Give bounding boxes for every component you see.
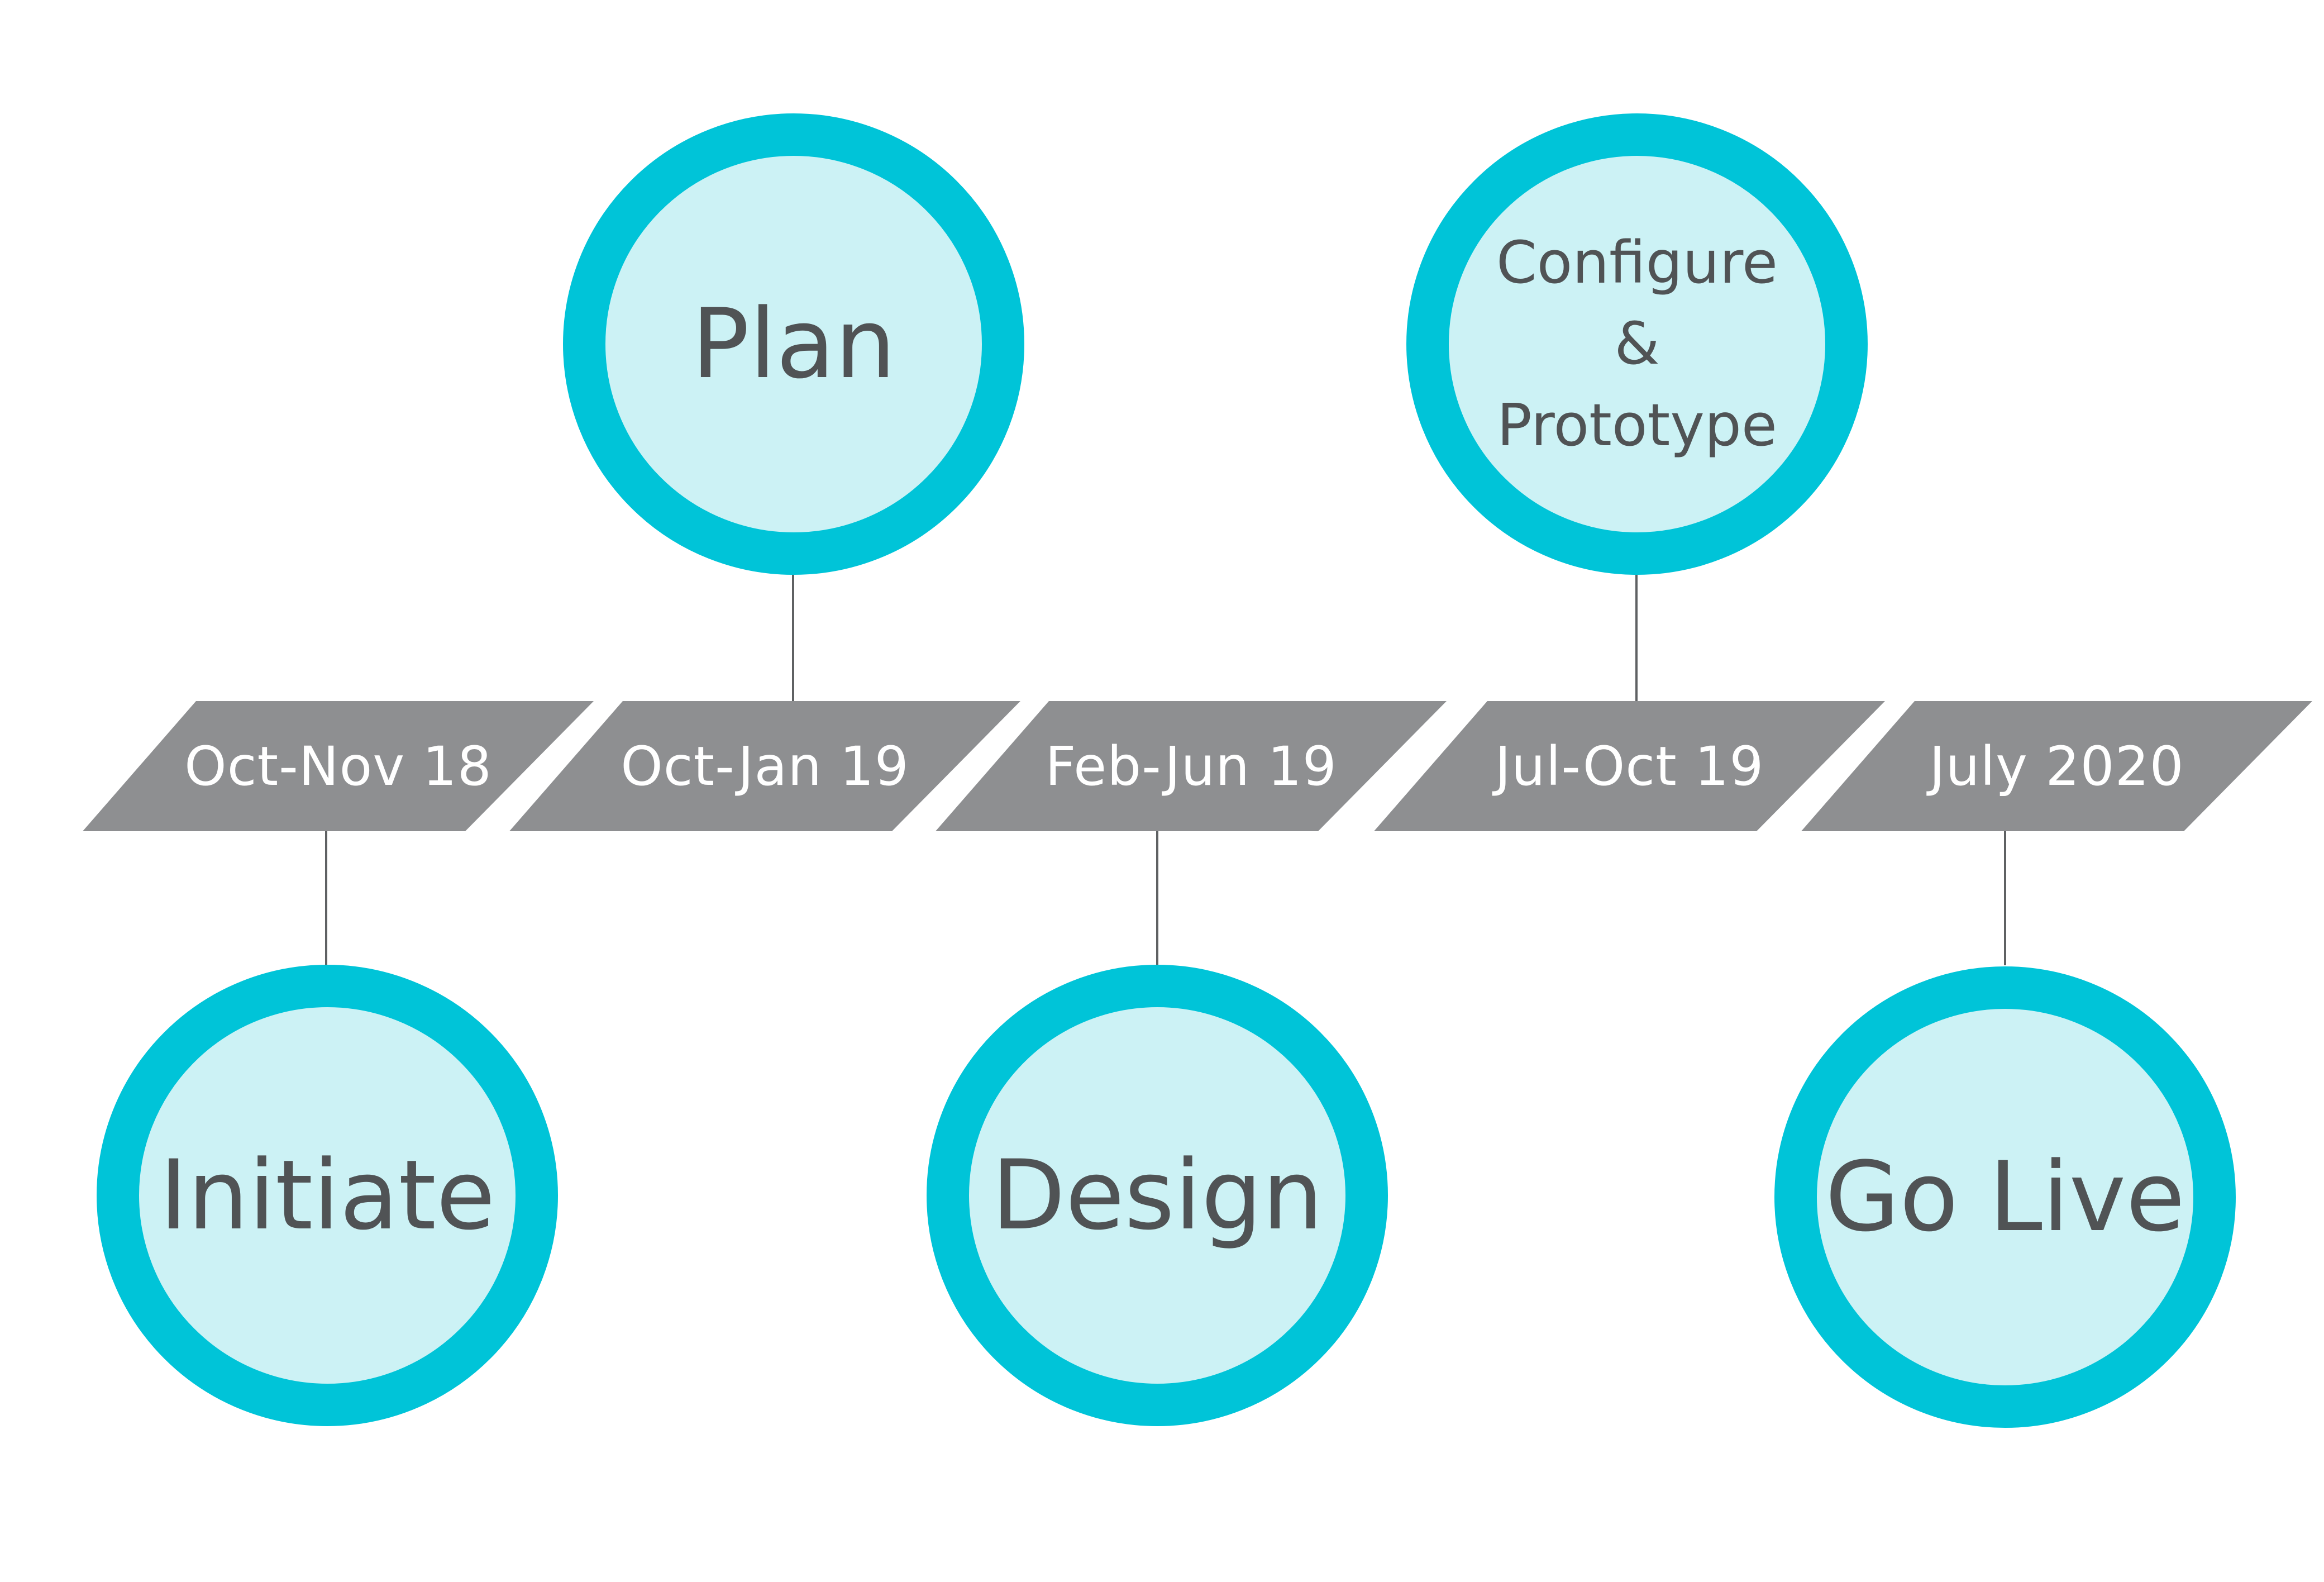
milestone-label: Design (991, 1139, 1323, 1251)
band-shape (509, 701, 1020, 831)
milestone-configure-prototype: Configure & Prototype (1406, 113, 1868, 575)
connector-go-live (2004, 831, 2006, 965)
band-shape (1374, 701, 1885, 831)
milestone-label: Go Live (1825, 1141, 2185, 1253)
milestone-label: Plan (691, 288, 896, 400)
band-shape (936, 701, 1447, 831)
milestone-plan: Plan (563, 113, 1024, 575)
connector-design (1156, 831, 1158, 965)
connector-plan (792, 573, 794, 701)
band-date-label: July 2020 (1929, 735, 2184, 798)
milestone-label: Configure & Prototype (1496, 222, 1778, 466)
milestone-label: Initiate (159, 1139, 495, 1251)
band-date-label: Oct-Nov 18 (184, 735, 492, 798)
timeline-band-3: Feb-Jun 19 (936, 701, 1447, 831)
milestone-label-line-1: Configure (1496, 228, 1778, 297)
connector-initiate (325, 831, 327, 965)
band-shape (83, 701, 594, 831)
timeline-band-2: Oct-Jan 19 (509, 701, 1020, 831)
timeline-band-1: Oct-Nov 18 (83, 701, 594, 831)
band-date-label: Oct-Jan 19 (621, 735, 909, 798)
timeline-band-5: July 2020 (1801, 701, 2312, 831)
milestone-label-line-2: & (1614, 309, 1660, 378)
band-date-label: Jul-Oct 19 (1495, 735, 1764, 798)
timeline-band-4: Jul-Oct 19 (1374, 701, 1885, 831)
band-date-label: Feb-Jun 19 (1045, 735, 1337, 798)
connector-configure (1635, 573, 1638, 701)
milestone-initiate: Initiate (97, 965, 558, 1426)
band-shape (1801, 701, 2312, 831)
milestone-design: Design (927, 965, 1388, 1426)
milestone-go-live: Go Live (1774, 966, 2236, 1428)
milestone-label-line-3: Prototype (1497, 390, 1777, 459)
